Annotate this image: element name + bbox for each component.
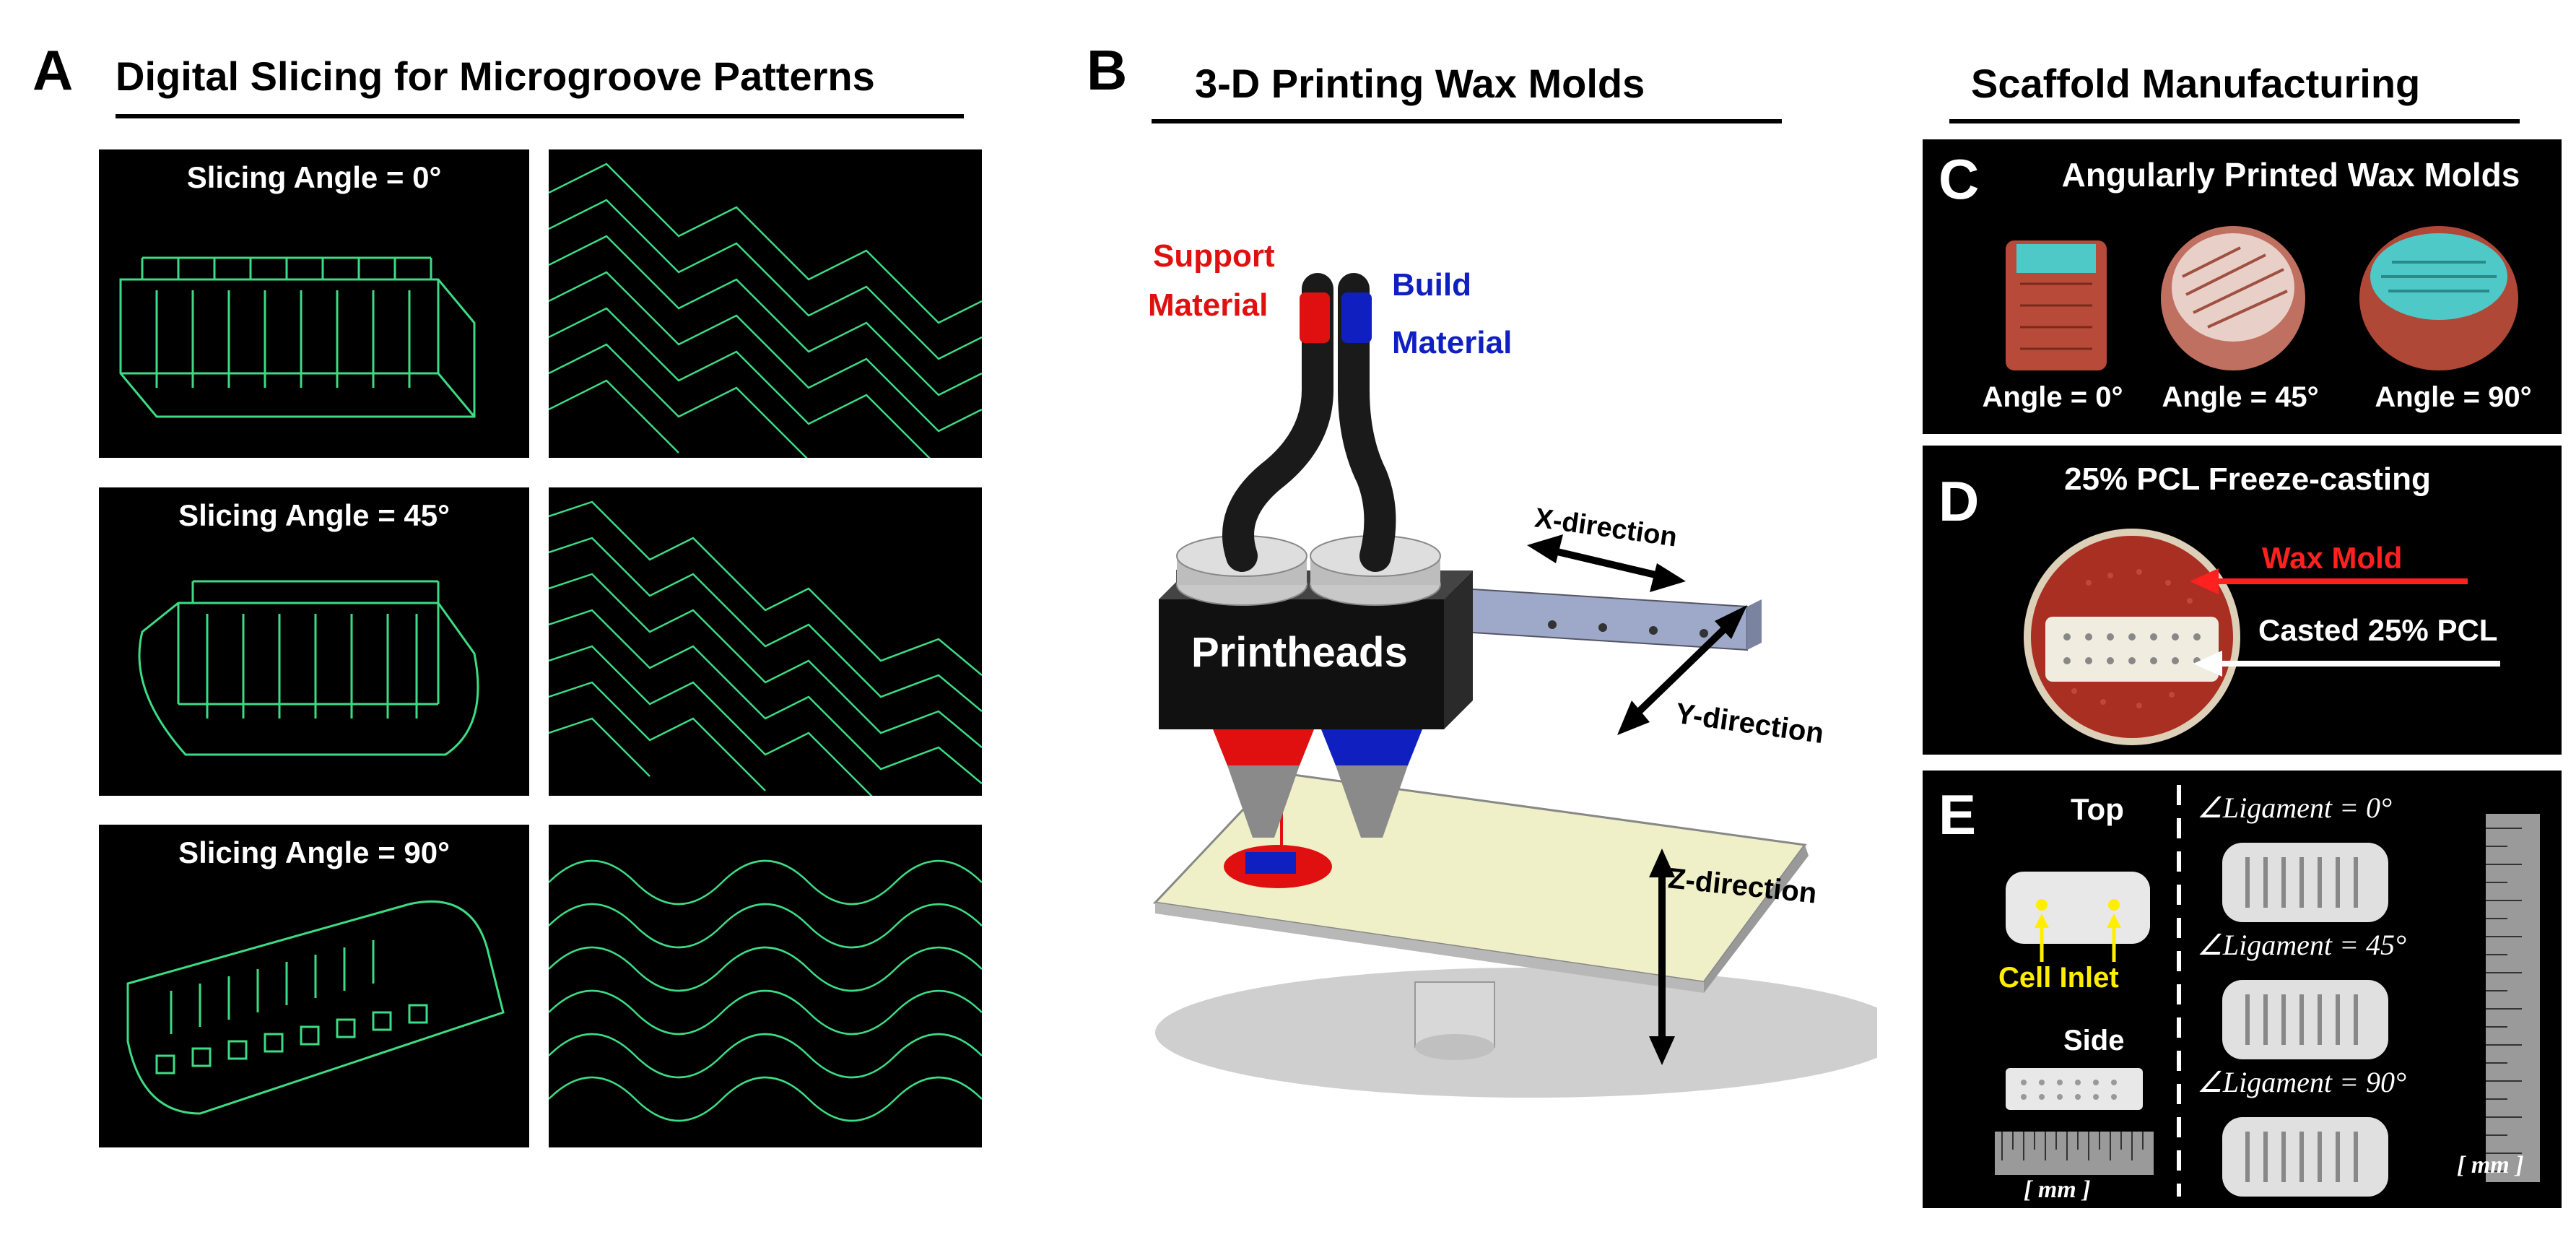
printheads-box [1159, 599, 1444, 729]
panel-b-letter: B [1087, 38, 1128, 102]
slice-label-90: Slicing Angle = 90° [178, 835, 450, 869]
scale-bar-left [1995, 1132, 2154, 1175]
scale-bar-right [2486, 814, 2540, 1182]
angle-label-90: Angle = 90° [2375, 381, 2532, 413]
support-label-1: Support [1153, 238, 1275, 274]
slice-zoom-90 [549, 825, 982, 1147]
scaffold-title: Scaffold Manufacturing [1971, 61, 2421, 106]
panel-a-letter: A [32, 38, 74, 102]
angle-label-45: Angle = 45° [2162, 381, 2319, 413]
printheads-label: Printheads [1191, 629, 1408, 676]
panel-c-title: Angularly Printed Wax Molds [2061, 156, 2520, 194]
panel-c-letter: C [1938, 147, 1980, 211]
printer-diagram [1152, 273, 1877, 1098]
printed-part-build [1245, 852, 1296, 874]
build-label-1: Build [1392, 267, 1471, 303]
casted-pcl [2045, 617, 2219, 682]
ligament-label-0: ∠Ligament = 0° [2197, 791, 2392, 824]
slice-label-45: Slicing Angle = 45° [178, 498, 450, 532]
slice-zoom-45 [549, 487, 982, 796]
panel-d-letter: D [1938, 469, 1980, 533]
panel-b-title-rule [1152, 119, 1782, 123]
mm-label-right: [ mm ] [2457, 1152, 2524, 1179]
panel-a-title-rule [116, 114, 964, 118]
slice-label-0: Slicing Angle = 0° [186, 160, 442, 194]
angle-label-0: Angle = 0° [1982, 381, 2123, 413]
panel-d: D 25% PCL Freeze-casting Wax Mold Casted… [1923, 446, 2562, 755]
slice-model-45: Slicing Angle = 45° [99, 487, 529, 796]
slice-model-90: Slicing Angle = 90° [99, 825, 529, 1147]
panel-b-title: 3-D Printing Wax Molds [1195, 61, 1645, 106]
panel-e: E Top Cell Inlet Side [ mm ] ∠Ligament =… [1923, 771, 2562, 1208]
ligament-label-45: ∠Ligament = 45° [2197, 929, 2406, 961]
support-label-2: Material [1148, 287, 1269, 323]
panel-e-letter: E [1938, 783, 1977, 846]
scaffold-top-view [2006, 872, 2150, 944]
wax-mold-label: Wax Mold [2262, 541, 2403, 575]
cell-inlet-label: Cell Inlet [1998, 962, 2119, 994]
build-label-2: Material [1392, 325, 1513, 360]
side-label: Side [2063, 1025, 2125, 1056]
panel-a-title: Digital Slicing for Microgroove Patterns [116, 53, 875, 99]
ligament-label-90: ∠Ligament = 90° [2197, 1066, 2406, 1098]
scaffold-title-rule [1949, 119, 2520, 123]
top-label: Top [2071, 792, 2124, 826]
panel-c: C Angularly Printed Wax Molds Angle = 0°… [1923, 139, 2562, 434]
scaffold-side-view [2006, 1068, 2143, 1110]
slice-zoom-0 [549, 149, 982, 458]
casted-pcl-label: Casted 25% PCL [2258, 613, 2498, 647]
mm-label-left: [ mm ] [2024, 1176, 2091, 1203]
slice-model-0: Slicing Angle = 0° [99, 149, 529, 458]
panel-d-title: 25% PCL Freeze-casting [2064, 461, 2431, 497]
